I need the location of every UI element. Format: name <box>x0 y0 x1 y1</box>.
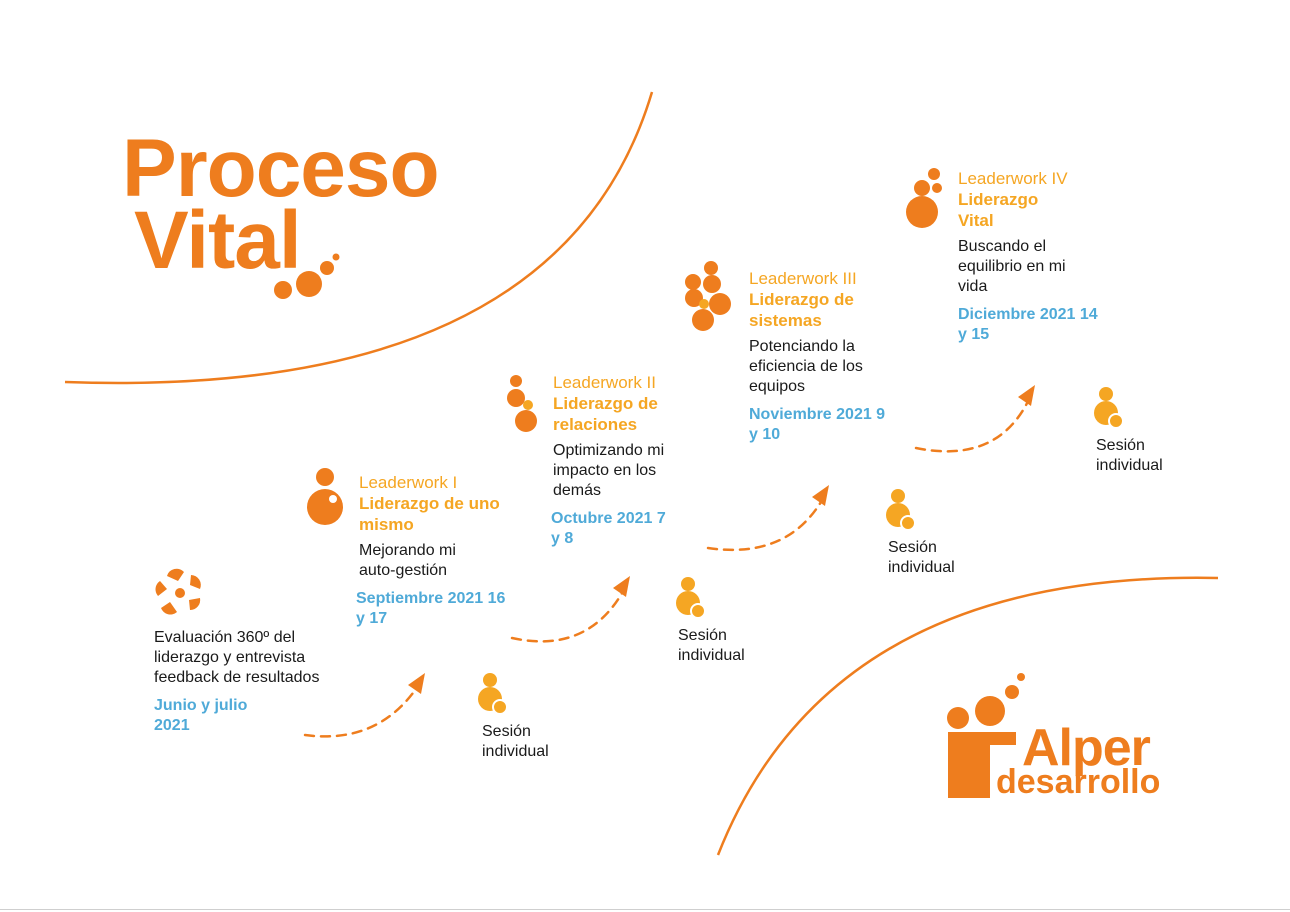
session-label-2: Sesión individual <box>678 627 745 664</box>
step-date: Junio y julio 2021 <box>154 697 248 734</box>
step-date: Noviembre 2021 9 y 10 <box>749 406 886 443</box>
session-label-3: Sesión individual <box>888 539 955 576</box>
step-leaderwork-4: Leaderwork IV Liderazgo Vital Buscando e… <box>958 168 1098 345</box>
leadership-title: Liderazgo de uno mismo <box>359 494 500 534</box>
leaderwork-label: Leaderwork I <box>359 473 458 492</box>
arrowhead-2 <box>613 576 630 597</box>
step-description: Evaluación 360º del liderazgo y entrevis… <box>154 629 320 686</box>
arrow-2 <box>510 584 628 643</box>
bottom-divider <box>0 909 1290 910</box>
session-icon-2 <box>676 577 706 619</box>
step-description: Buscando el equilibrio en mi vida <box>958 238 1066 295</box>
step-date: Diciembre 2021 14 y 15 <box>958 306 1098 343</box>
arrowhead-3 <box>812 485 829 506</box>
page-title-line1: Proceso <box>122 123 440 214</box>
page-title-line2: Vital <box>134 195 302 286</box>
session-label-1: Sesión individual <box>482 723 549 760</box>
session-icon-3 <box>886 489 916 531</box>
bottom-arc <box>716 576 1219 856</box>
vital-bubbles-icon <box>906 168 942 228</box>
leaderwork-label: Leaderwork III <box>749 269 857 288</box>
step-leaderwork-2: Leaderwork II Liderazgo de relaciones Op… <box>551 372 683 549</box>
step-leaderwork-1: Leaderwork I Liderazgo de uno mismo Mejo… <box>356 472 509 629</box>
arrow-4 <box>914 393 1033 453</box>
alper-logo-icon <box>947 673 1025 798</box>
step-date: Septiembre 2021 16 y 17 <box>356 590 506 627</box>
arrowhead-4 <box>1018 385 1035 406</box>
leadership-title: Liderazgo de sistemas <box>749 290 854 330</box>
step-leaderwork-3: Leaderwork III Liderazgo de sistemas Pot… <box>749 268 894 445</box>
session-label-4: Sesión individual <box>1096 437 1163 474</box>
step-evaluation: Evaluación 360º del liderazgo y entrevis… <box>154 628 329 736</box>
leadership-title: Liderazgo de relaciones <box>553 394 658 434</box>
session-icon-1 <box>478 673 508 715</box>
leadership-title: Liderazgo Vital <box>958 190 1039 230</box>
leaderwork-label: Leaderwork IV <box>958 169 1068 188</box>
arrow-3 <box>706 493 827 552</box>
title-dots-icon <box>274 253 340 299</box>
step-description: Optimizando mi impacto en los demás <box>553 442 665 499</box>
logo-text-desarrollo: desarrollo <box>996 763 1161 801</box>
step-date: Octubre 2021 7 y 8 <box>551 510 666 547</box>
top-arc <box>64 91 654 385</box>
person-icon <box>307 468 343 525</box>
session-icon-4 <box>1094 387 1124 429</box>
step-description: Potenciando la eficiencia de los equipos <box>749 338 863 395</box>
pinwheel-icon <box>155 568 201 615</box>
arrowhead-1 <box>408 673 425 694</box>
step-description: Mejorando mi auto-gestión <box>359 542 456 579</box>
two-people-icon <box>507 375 537 432</box>
arrow-1 <box>303 681 422 738</box>
logo-text-alper: Alper <box>1022 719 1151 777</box>
leaderwork-label: Leaderwork II <box>553 373 656 392</box>
group-icon <box>685 261 731 331</box>
